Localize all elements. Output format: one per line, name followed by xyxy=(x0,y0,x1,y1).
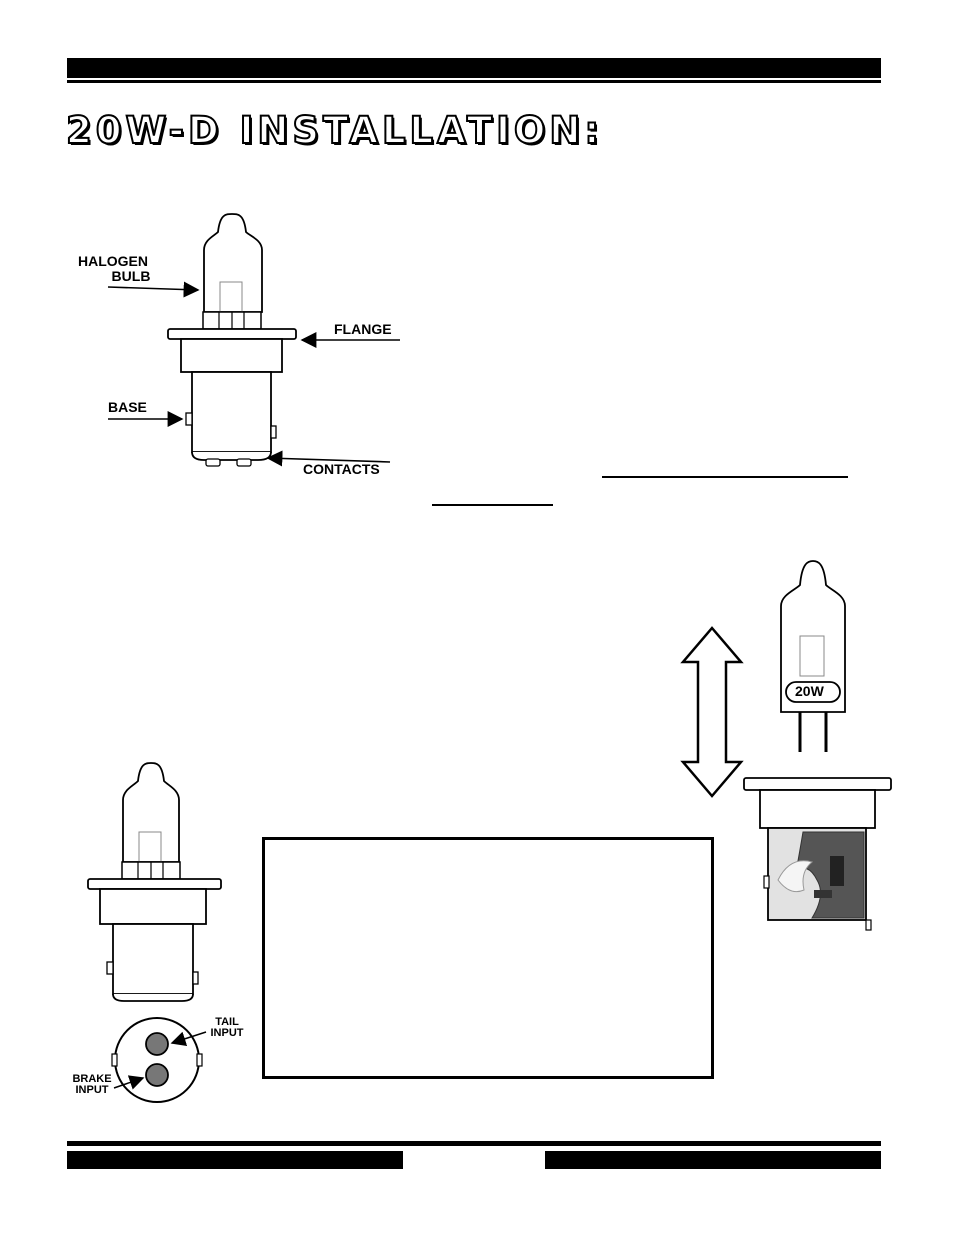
brake-input-contact xyxy=(145,1063,169,1087)
label-tail-line2: INPUT xyxy=(210,1027,244,1039)
page-title: 20W-D INSTALLATION: xyxy=(65,109,604,152)
label-tail-input: TAIL INPUT xyxy=(203,1017,251,1039)
footer-bar-left xyxy=(67,1151,403,1169)
underline-rule-1 xyxy=(602,476,848,478)
halogen-bulb-glass xyxy=(203,213,263,313)
label-base: BASE xyxy=(108,399,147,415)
footer-rule-thin xyxy=(67,1141,881,1146)
label-contacts: CONTACTS xyxy=(303,461,380,477)
label-halogen-line1: HALOGEN xyxy=(78,253,148,269)
tail-input-contact xyxy=(145,1032,169,1056)
label-brake-input: BRAKE INPUT xyxy=(66,1074,118,1096)
contact-right xyxy=(236,458,252,467)
contact-end-view xyxy=(114,1017,200,1103)
note-box xyxy=(262,837,714,1079)
replacement-bulb-wattage: 20W xyxy=(795,683,824,699)
label-halogen-bulb: HALOGEN BULB xyxy=(70,254,156,284)
label-flange: FLANGE xyxy=(334,321,392,337)
label-halogen-line2: BULB xyxy=(111,268,151,284)
label-brake-line2: INPUT xyxy=(75,1084,109,1096)
label-tail-line1: TAIL xyxy=(215,1016,239,1028)
header-rule-thick xyxy=(67,58,881,78)
underline-rule-2 xyxy=(432,504,553,506)
label-brake-line1: BRAKE xyxy=(72,1073,112,1085)
contact-left xyxy=(205,458,221,467)
double-arrow-icon xyxy=(680,626,744,798)
header-rule-thin xyxy=(67,80,881,83)
base-part xyxy=(191,371,272,453)
footer-bar-right xyxy=(545,1151,881,1169)
